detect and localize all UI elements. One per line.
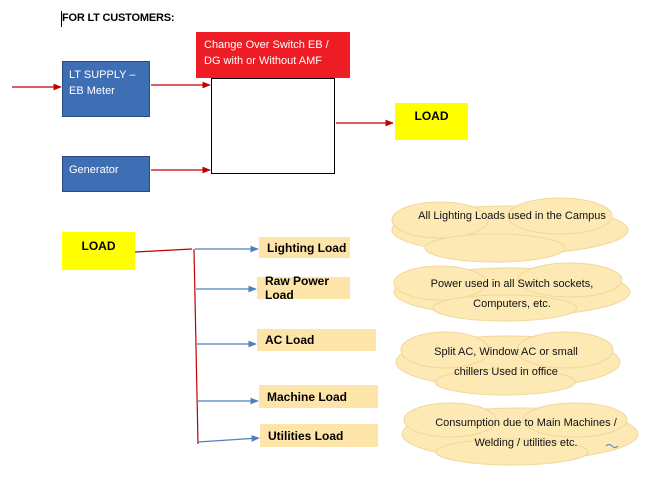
description-ac: Split AC, Window AC or small chillers Us… [434, 346, 578, 378]
cloud-callout-lighting [391, 197, 629, 263]
description-utilities: Consumption due to Main Machines / Weldi… [435, 417, 617, 449]
squiggle-icon [605, 444, 619, 448]
text-cursor [61, 11, 62, 27]
cloud-callout-utilities [401, 402, 639, 466]
generator-box: Generator [62, 156, 150, 192]
cloud-callout-raw-power [393, 262, 631, 322]
load-output-label: LOAD [414, 109, 449, 123]
load-output-box: LOAD [395, 103, 468, 140]
description-lighting: All Lighting Loads used in the Campus [418, 210, 606, 222]
tree-connector-horizontal [134, 248, 193, 253]
page-title: FOR LT CUSTOMERS: [62, 12, 175, 24]
category-utilities-load: Utilities Load [260, 424, 378, 447]
load-root-box: LOAD [62, 232, 135, 270]
load-root-label: LOAD [81, 239, 116, 253]
branch-arrow-utilities [197, 435, 260, 443]
lt-supply-box: LT SUPPLY – EB Meter [62, 61, 150, 117]
changeover-switch-label: Change Over Switch EB / DG with or Witho… [196, 32, 350, 78]
category-raw-power-load: Raw Power Load [257, 274, 350, 302]
category-machine-load: Machine Load [259, 385, 378, 408]
description-raw-power: Power used in all Switch sockets, Comput… [430, 278, 594, 310]
changeover-switch-frame [211, 78, 335, 174]
category-lighting-load: Lighting Load [259, 237, 350, 258]
cloud-callout-ac [395, 331, 621, 396]
category-ac-load: AC Load [257, 329, 376, 351]
tree-trunk [193, 248, 199, 445]
